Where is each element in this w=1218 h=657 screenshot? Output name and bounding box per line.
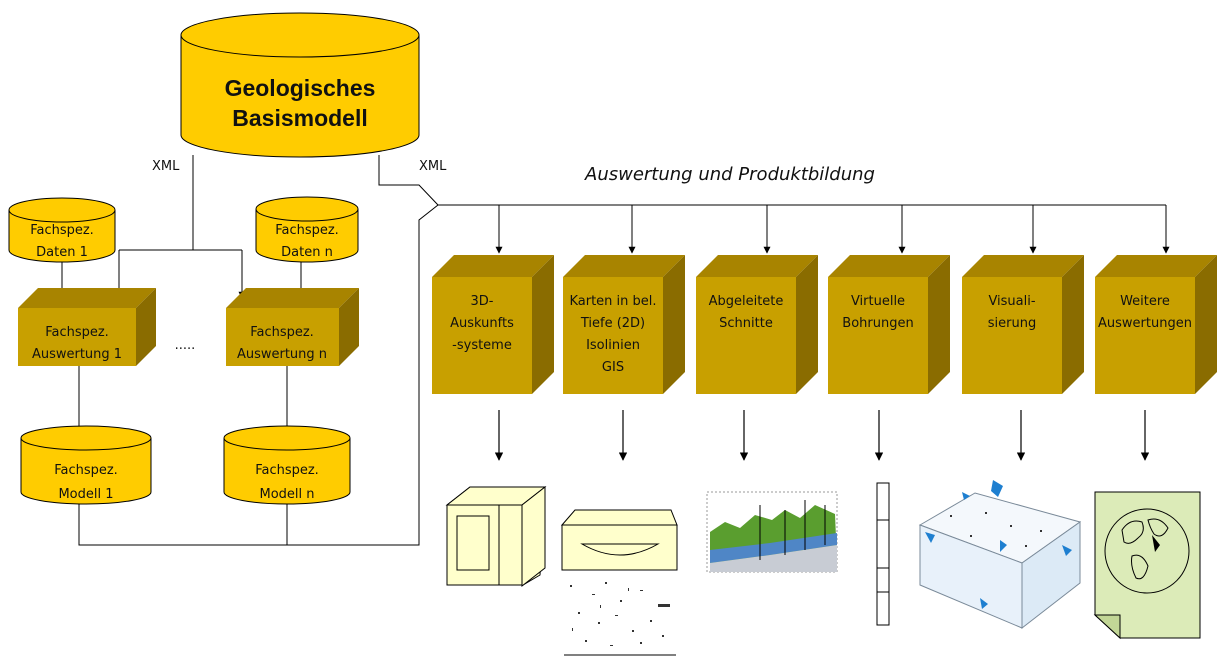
xml-label-right: XML (419, 159, 447, 174)
model-cylinder-n-line2: Modell n (259, 487, 314, 502)
product-box-4-line-1: Virtuelle (851, 294, 905, 309)
xml-label-left: XML (152, 159, 180, 174)
left-connectors (58, 155, 1166, 546)
product-box-2-line-3: Isolinien (586, 338, 640, 353)
main-database-title-line1: Geologisches (225, 75, 376, 101)
product-box-6-line-1: Weitere (1120, 294, 1170, 309)
product-box-5: Visuali-sierung (962, 255, 1084, 394)
borehole-icon (876, 482, 890, 626)
product-box-1-line-1: 3D- (471, 294, 494, 309)
evaluation-box-n: Fachspez. Auswertung n (226, 288, 359, 366)
section-title: Auswertung und Produktbildung (584, 164, 875, 185)
block-model-icon (918, 480, 1082, 630)
product-box-4-line-2: Bohrungen (842, 316, 913, 331)
product-box-5-line-2: sierung (988, 316, 1036, 331)
plotter-map-icon (560, 509, 678, 657)
model-cylinder-1-line1: Fachspez. (54, 463, 118, 478)
data-cylinder-n-line2: Daten n (281, 245, 333, 260)
data-cylinder-1: Fachspez. Daten 1 (8, 197, 116, 263)
evaluation-box-1-line2: Auswertung 1 (32, 347, 122, 362)
product-box-3-line-1: Abgeleitete (709, 294, 784, 309)
globe-document-icon (1093, 491, 1201, 640)
model-cylinder-1: Fachspez. Modell 1 (20, 425, 152, 505)
product-box-6-line-2: Auswertungen (1098, 316, 1192, 331)
model-cylinder-n-line1: Fachspez. (255, 463, 319, 478)
product-boxes: 3D- Auskunfts -systeme Karten in bel. Tiefe … (432, 255, 1217, 394)
product-box-1-line-3: -systeme (452, 338, 512, 353)
product-box-1: 3D- Auskunfts -systeme (432, 255, 554, 394)
ellipsis-separator: ..... (175, 338, 196, 353)
cross-section-icon (706, 491, 838, 573)
data-cylinder-n: Fachspez. Daten n (255, 196, 359, 263)
product-box-3-line-2: Schnitte (719, 316, 773, 331)
product-box-1-line-2: Auskunfts (450, 316, 514, 331)
data-cylinder-1-line2: Daten 1 (36, 245, 88, 260)
data-cylinder-1-line1: Fachspez. (30, 223, 94, 238)
evaluation-box-n-line2: Auswertung n (237, 347, 327, 362)
model-cylinder-1-line2: Modell 1 (58, 487, 113, 502)
evaluation-box-1: Fachspez. Auswertung 1 (18, 288, 156, 366)
model-cylinder-n: Fachspez. Modell n (223, 425, 351, 505)
product-box-2-line-1: Karten in bel. (569, 294, 656, 309)
product-to-icon-arrows (494, 205, 1170, 461)
main-database-cylinder: Geologisches Basismodell (180, 12, 420, 158)
product-box-5-line-1: Visuali- (988, 294, 1035, 309)
product-box-2-line-2: Tiefe (2D) (580, 316, 645, 331)
main-database-title-line2: Basismodell (232, 105, 368, 131)
product-box-2-line-4: GIS (602, 360, 624, 375)
monitor-icon (445, 485, 547, 588)
data-cylinder-n-line1: Fachspez. (275, 223, 339, 238)
evaluation-box-1-line1: Fachspez. (45, 325, 109, 340)
evaluation-box-n-line1: Fachspez. (250, 325, 314, 340)
